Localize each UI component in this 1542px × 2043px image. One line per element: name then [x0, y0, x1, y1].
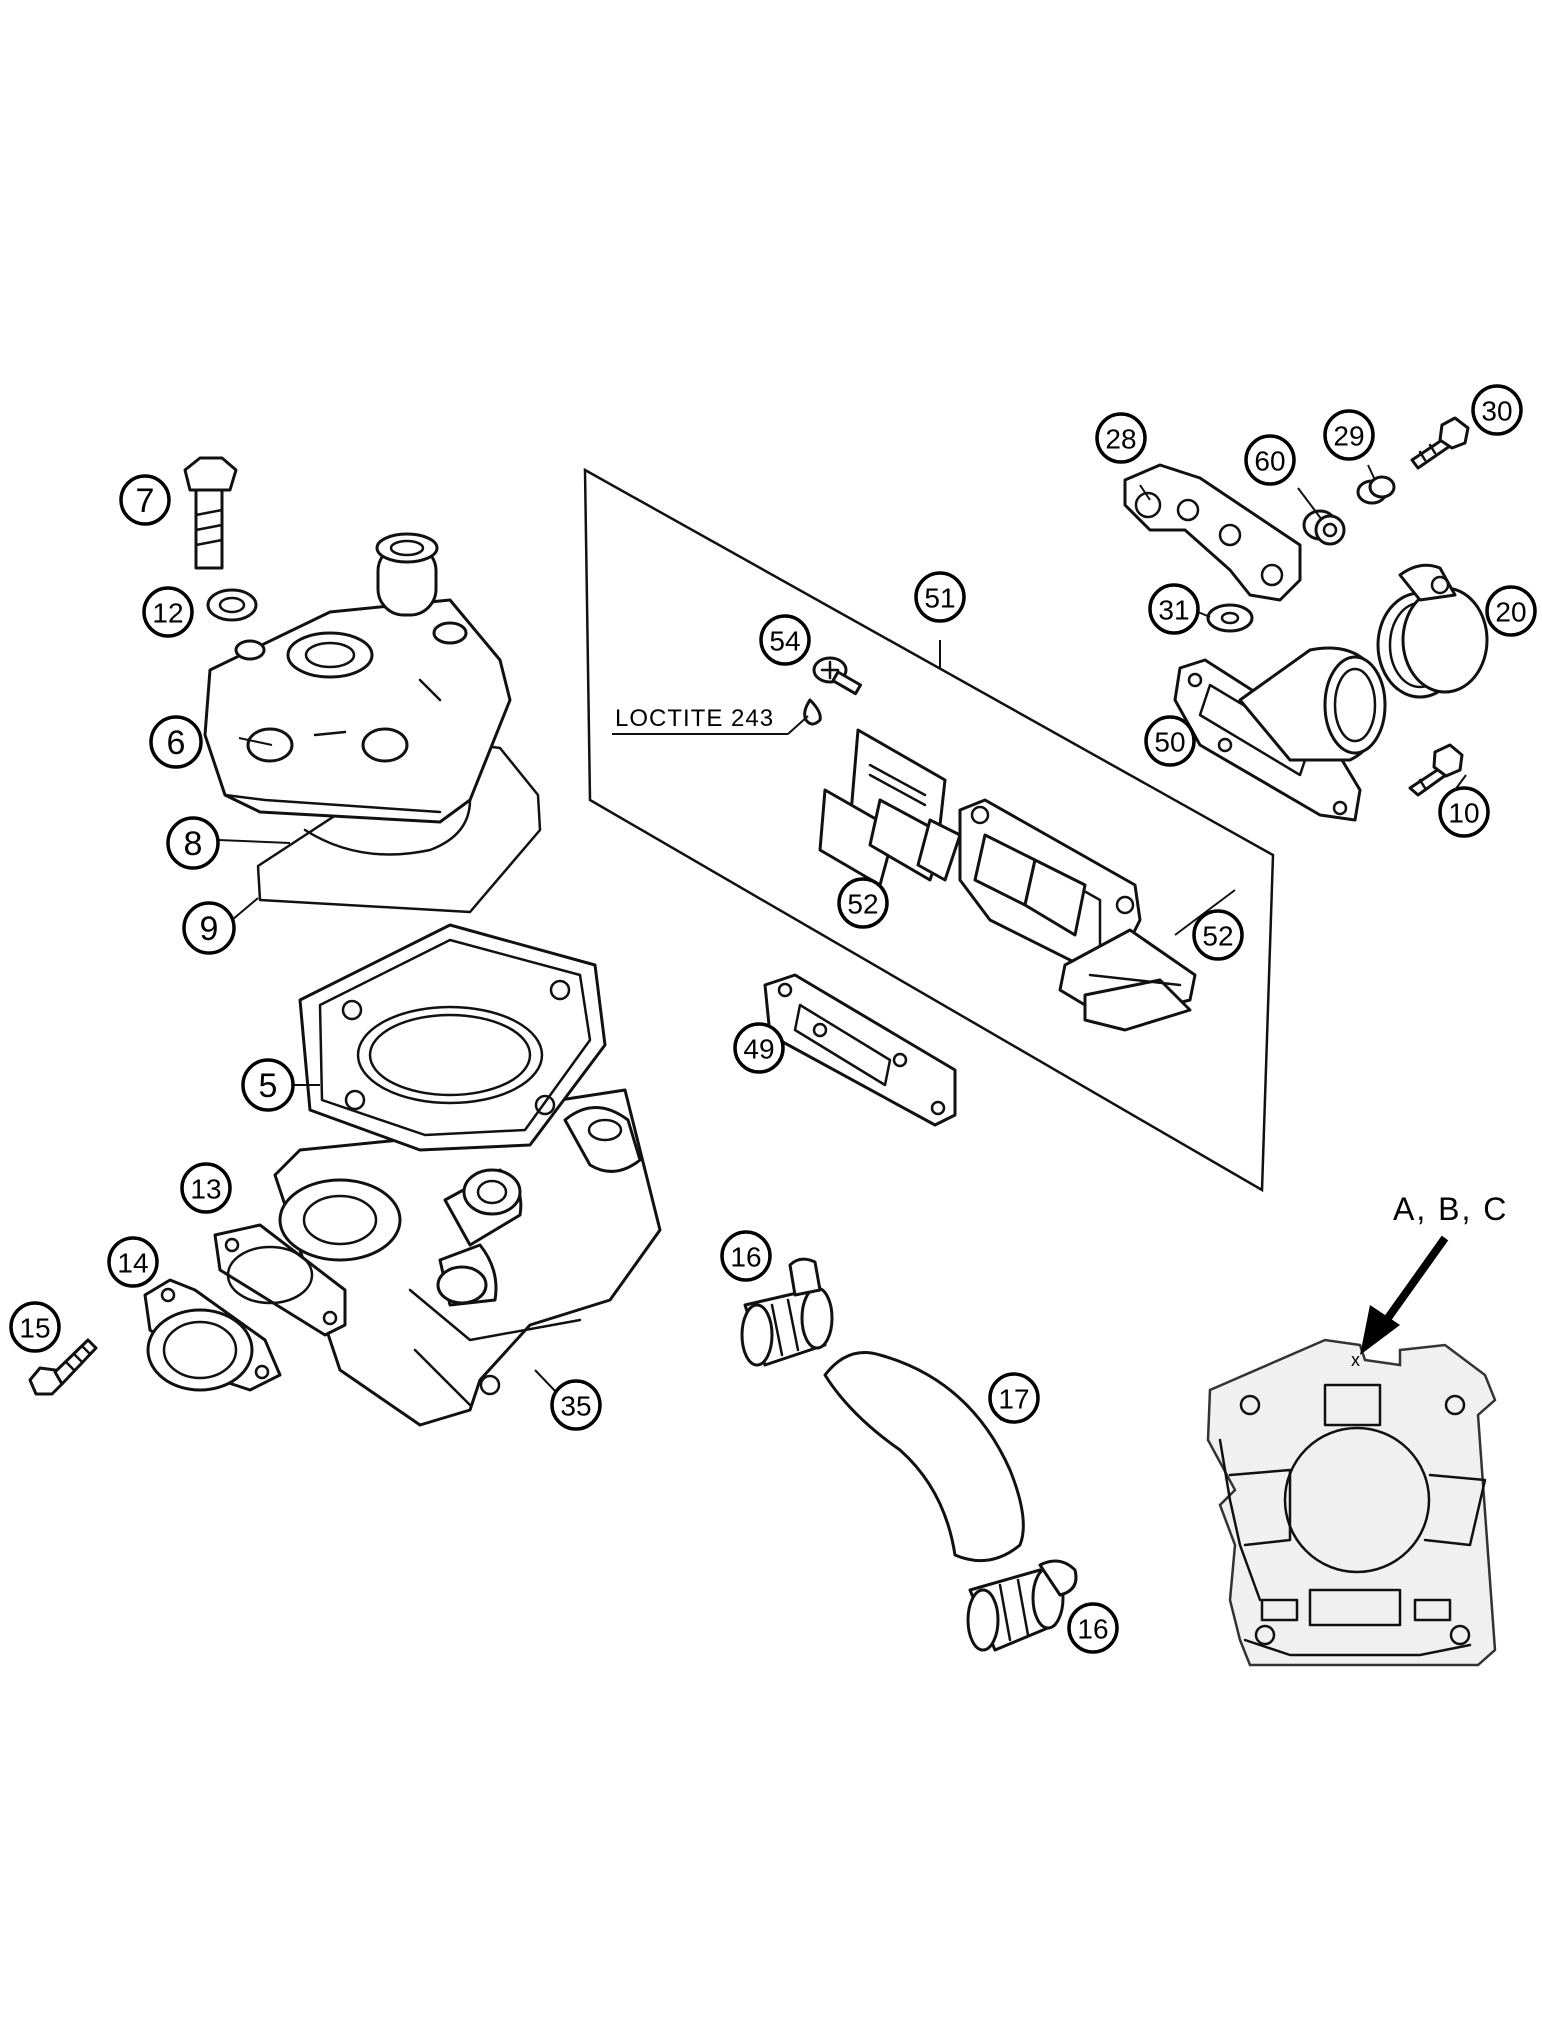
callout-12: 12: [142, 586, 194, 638]
part-intake-manifold-50: [1173, 646, 1387, 822]
svg-text:8: 8: [184, 825, 203, 863]
part-gasket-13: [213, 1223, 347, 1337]
svg-text:50: 50: [1154, 727, 1185, 758]
part-spacer-60: [1302, 509, 1346, 546]
svg-text:60: 60: [1254, 446, 1285, 477]
svg-text:10: 10: [1448, 798, 1479, 829]
part-washer-31: [1206, 603, 1254, 633]
svg-text:16: 16: [1077, 1614, 1108, 1645]
svg-text:51: 51: [924, 583, 955, 614]
svg-text:54: 54: [769, 626, 800, 657]
part-bolt-30: [1410, 416, 1470, 470]
svg-text:14: 14: [117, 1248, 148, 1279]
callout-17: 17: [988, 1372, 1040, 1424]
callout-9: 9: [182, 901, 236, 955]
reference-mark-x: x: [1351, 1350, 1360, 1370]
part-bracket-28: [1123, 463, 1302, 602]
part-reed-block: [958, 798, 1142, 982]
svg-text:5: 5: [259, 1067, 278, 1105]
part-screw-54: [812, 656, 863, 696]
callout-10: 10: [1438, 786, 1490, 838]
svg-text:28: 28: [1105, 424, 1136, 455]
part-washer-12: [206, 588, 258, 622]
svg-text:52: 52: [847, 889, 878, 920]
part-cylinder-head-6: [203, 532, 512, 824]
callout-29: 29: [1323, 409, 1375, 461]
part-gasket-9: [256, 740, 542, 914]
part-hose-17: [823, 1351, 1025, 1563]
callout-50: 50: [1144, 715, 1196, 767]
callout-30: 30: [1471, 384, 1523, 436]
callout-54: 54: [759, 614, 811, 666]
svg-text:13: 13: [190, 1174, 221, 1205]
svg-text:15: 15: [19, 1313, 50, 1344]
callout-7: 7: [119, 474, 171, 526]
callout-13: 13: [180, 1162, 232, 1214]
part-reed-petals-52-right: [1058, 928, 1197, 1032]
svg-text:52: 52: [1202, 921, 1233, 952]
loctite-note: LOCTITE 243: [615, 705, 774, 732]
part-bolt-10: [1408, 743, 1464, 797]
svg-text:49: 49: [743, 1034, 774, 1065]
part-reed-petals-52-left: [818, 728, 962, 887]
callout-8: 8: [166, 816, 220, 870]
callout-52-left: 52: [837, 877, 889, 929]
part-clamp-16-lower: [966, 1559, 1078, 1652]
callout-49: 49: [733, 1022, 785, 1074]
svg-text:17: 17: [998, 1384, 1029, 1415]
part-intake-flange-14: [143, 1278, 282, 1392]
svg-text:12: 12: [152, 598, 183, 629]
svg-text:20: 20: [1495, 597, 1526, 628]
part-bolt-7: [183, 456, 238, 570]
callout-28: 28: [1095, 412, 1147, 464]
callout-14: 14: [107, 1236, 159, 1288]
callout-60: 60: [1244, 434, 1296, 486]
callout-52-right: 52: [1192, 909, 1244, 961]
part-cylinder-5: [273, 923, 662, 1427]
loctite-drop-icon: [803, 698, 822, 726]
svg-text:7: 7: [136, 482, 155, 520]
callout-20: 20: [1485, 585, 1537, 637]
part-clamp-20: [1376, 563, 1489, 699]
svg-text:29: 29: [1333, 421, 1364, 452]
part-bolt-15: [28, 1338, 98, 1396]
svg-text:35: 35: [560, 1391, 591, 1422]
callout-31: 31: [1148, 583, 1200, 635]
reference-arrow-icon: [1360, 1235, 1449, 1355]
callout-15: 15: [9, 1301, 61, 1353]
part-gasket-49: [763, 973, 957, 1127]
svg-text:6: 6: [167, 724, 186, 762]
callout-51: 51: [914, 571, 966, 623]
svg-text:31: 31: [1158, 595, 1189, 626]
svg-text:16: 16: [730, 1242, 761, 1273]
svg-text:30: 30: [1481, 396, 1512, 427]
part-clamp-16-upper: [740, 1257, 834, 1367]
callout-5: 5: [241, 1058, 295, 1112]
callout-6: 6: [149, 715, 203, 769]
callout-35: 35: [550, 1379, 602, 1431]
callout-16-lower: 16: [1067, 1602, 1119, 1654]
reference-label: A, B, C: [1393, 1191, 1508, 1227]
part-bushing-29: [1356, 475, 1396, 505]
reference-cylinder-view: [1206, 1338, 1497, 1667]
svg-text:9: 9: [200, 910, 219, 948]
callout-16-upper: 16: [720, 1230, 772, 1282]
